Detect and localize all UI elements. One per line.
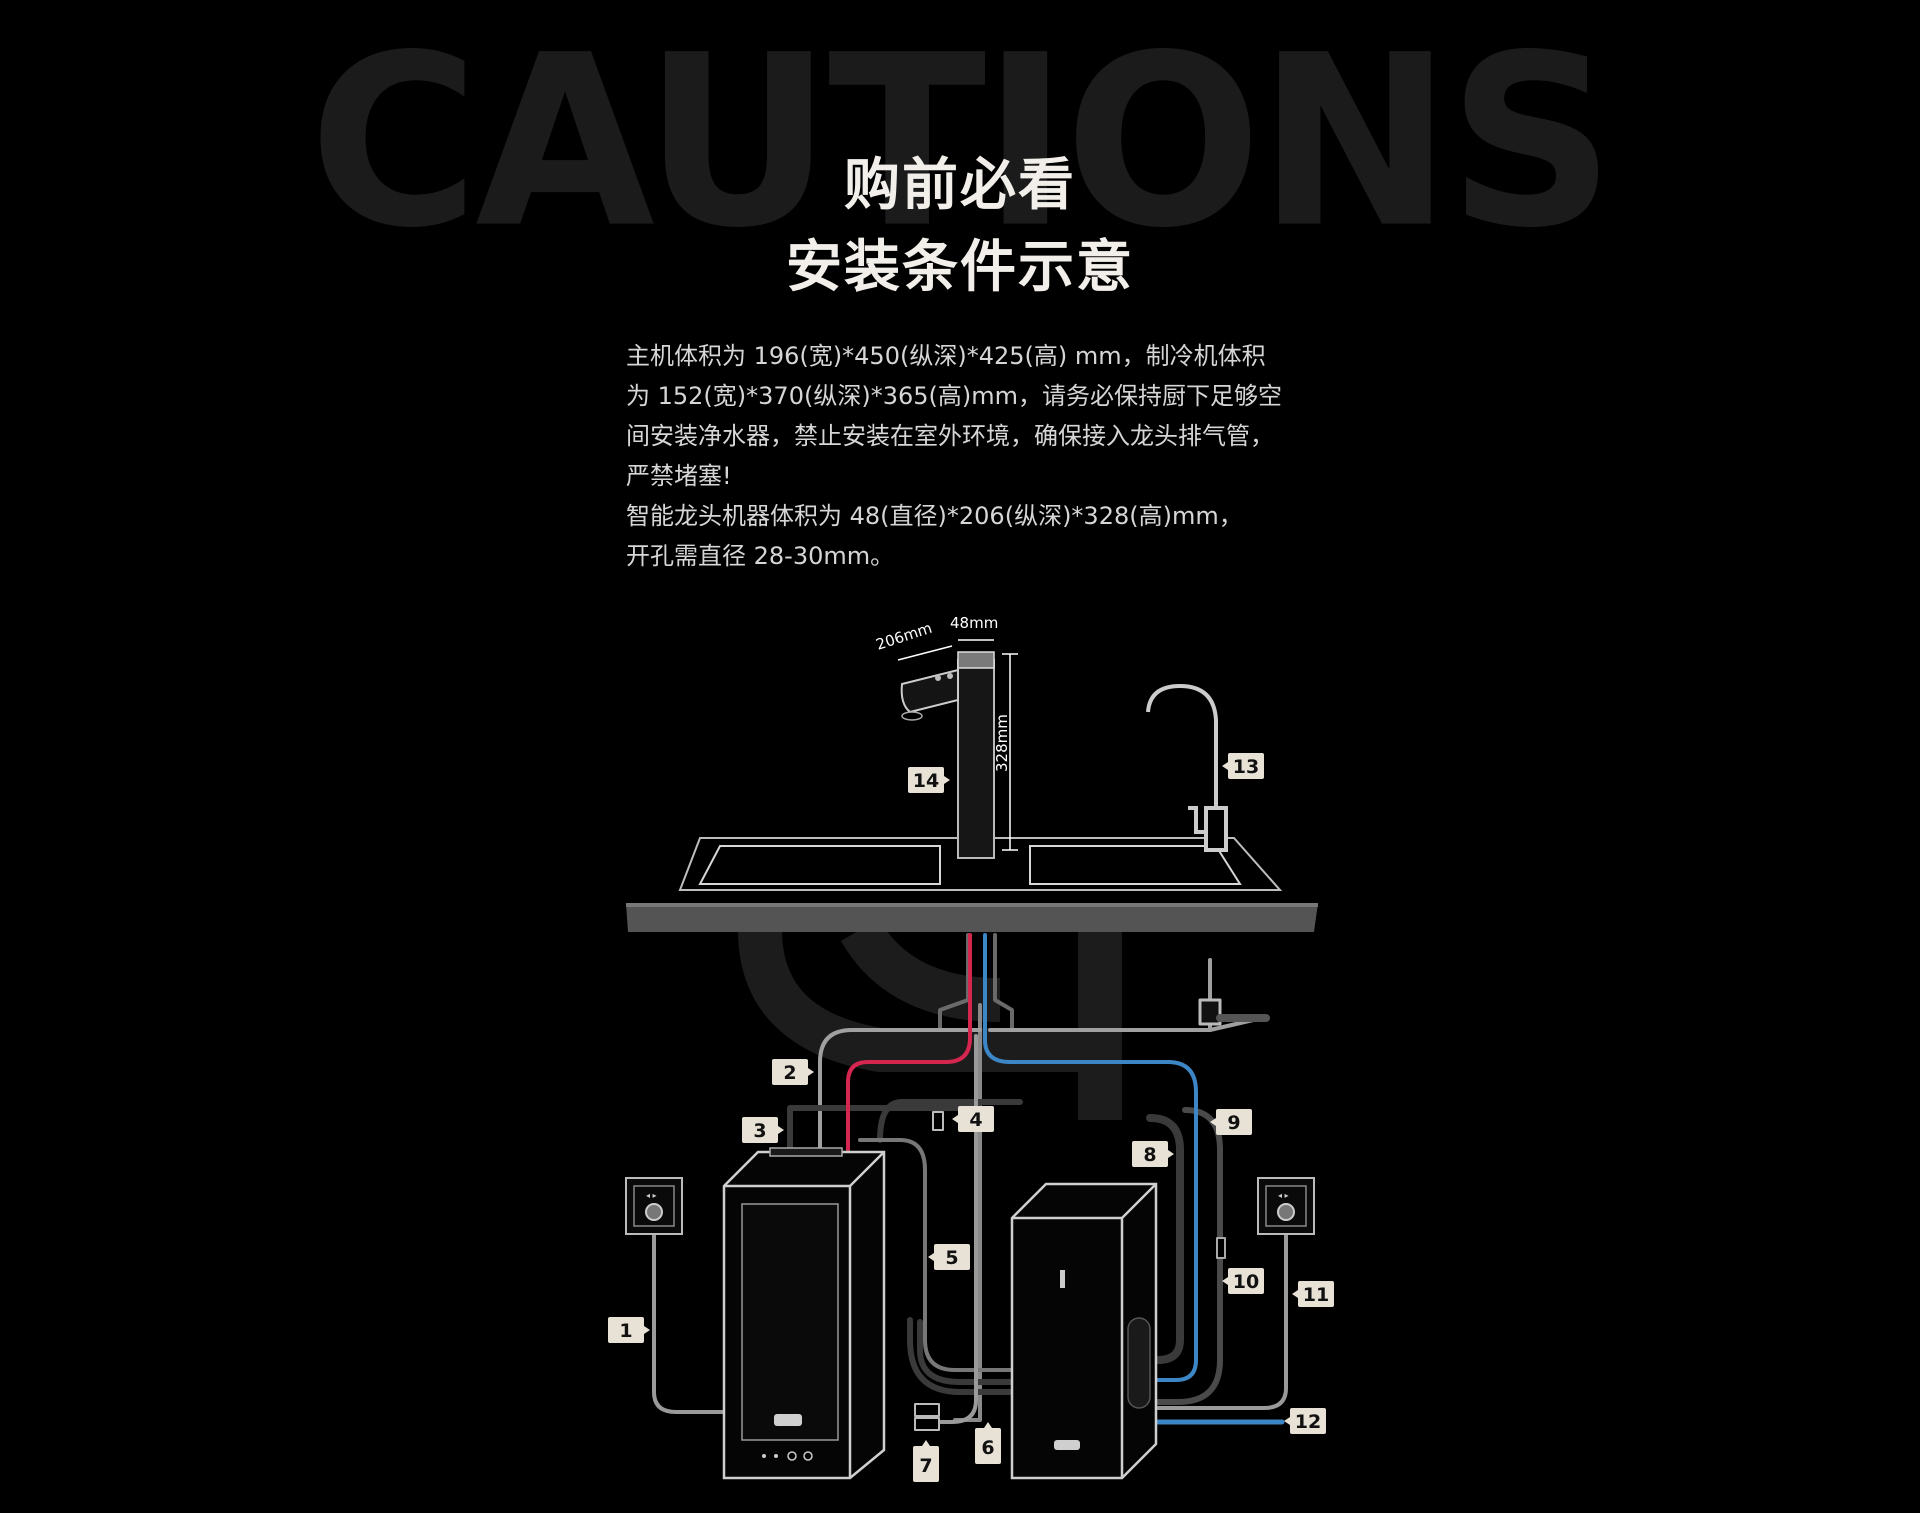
callout-9: 9: [1210, 1109, 1252, 1135]
chiller-unit: [1010, 1182, 1158, 1480]
page-subtitle: 安装条件示意: [786, 235, 1134, 300]
callout-label: 11: [1303, 1284, 1329, 1306]
background-word: CAUTIONS: [308, 4, 1615, 280]
callout-7: 7: [913, 1440, 939, 1482]
background-drain-shape: [738, 918, 1122, 1120]
description-line: 间安装净水器，禁止安装在室外环境，确保接入龙头排气管，: [626, 422, 1274, 450]
smart-faucet: [900, 651, 995, 859]
depth-dimension: 206mm: [874, 619, 935, 654]
pipes: [652, 933, 1288, 1431]
callout-14: 14: [908, 767, 950, 793]
callout-12: 12: [1284, 1408, 1326, 1434]
callout-8: 8: [1132, 1141, 1174, 1167]
sink: [678, 837, 1283, 891]
callout-3: 3: [742, 1117, 784, 1143]
callout-5: 5: [928, 1244, 970, 1270]
callout-10: 10: [1222, 1268, 1264, 1294]
callout-label: 2: [783, 1062, 796, 1084]
callout-1: 1: [608, 1317, 650, 1343]
callout-label: 8: [1143, 1144, 1156, 1166]
svg-text:◂ ▸: ◂ ▸: [1278, 1191, 1289, 1200]
page-title: 购前必看: [844, 153, 1076, 218]
callout-2: 2: [772, 1059, 814, 1085]
description-line: 主机体积为 196(宽)*450(纵深)*425(高) mm，制冷机体积: [626, 342, 1266, 370]
callout-label: 7: [919, 1455, 932, 1477]
callout-label: 14: [913, 770, 939, 792]
description-line: 智能龙头机器体积为 48(直径)*206(纵深)*328(高)mm，: [626, 502, 1243, 530]
callout-label: 5: [945, 1247, 958, 1269]
callout-label: 13: [1233, 756, 1259, 778]
callout-label: 1: [619, 1320, 632, 1342]
description-line: 严禁堵塞!: [626, 462, 732, 490]
callout-label: 12: [1295, 1411, 1321, 1433]
standard-faucet: [1146, 683, 1228, 852]
description: 主机体积为 196(宽)*450(纵深)*425(高) mm，制冷机体积 为 1…: [626, 336, 1326, 576]
callout-6: 6: [975, 1422, 1001, 1464]
diameter-dimension: 48mm: [950, 614, 998, 632]
svg-text:◂ ▸: ◂ ▸: [646, 1191, 657, 1200]
description-line: 为 152(宽)*370(纵深)*365(高)mm，请务必保持厨下足够空: [626, 382, 1282, 410]
callout-11: 11: [1292, 1281, 1334, 1307]
callout-4: 4: [952, 1106, 994, 1132]
countertop: [626, 903, 1318, 932]
callout-13: 13: [1222, 753, 1264, 779]
callout-badges: 1 2 3 4 5 6 7 8: [608, 753, 1334, 1482]
callout-label: 9: [1227, 1112, 1240, 1134]
description-line: 开孔需直径 28-30mm。: [626, 542, 895, 570]
height-dimension: 328mm: [993, 714, 1011, 772]
right-wall-socket: ◂ ▸: [1257, 1177, 1315, 1235]
callout-label: 4: [969, 1109, 982, 1131]
callout-label: 3: [753, 1120, 766, 1142]
left-wall-socket: ◂ ▸: [625, 1177, 683, 1235]
main-purifier-unit: [722, 1147, 886, 1480]
dimension-lines: [897, 639, 1018, 851]
callout-label: 10: [1233, 1271, 1259, 1293]
callout-label: 6: [981, 1437, 994, 1459]
